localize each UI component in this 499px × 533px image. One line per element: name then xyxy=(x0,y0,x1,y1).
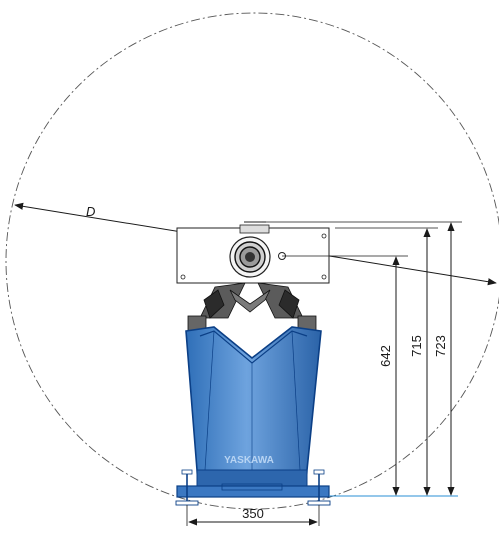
robot-base-body: YASKAWA xyxy=(185,326,322,487)
wrist-assembly xyxy=(176,221,330,284)
shoulder-mounts xyxy=(187,315,317,332)
arm-linkage xyxy=(199,282,304,319)
diameter-label: D xyxy=(86,204,95,219)
dimension-label-642: 642 xyxy=(378,345,393,367)
brand-logo-text: YASKAWA xyxy=(224,455,274,466)
dimension-label-350: 350 xyxy=(242,506,264,521)
dimension-label-723: 723 xyxy=(433,335,448,357)
dimension-label-715: 715 xyxy=(409,335,424,357)
working-envelope-circle xyxy=(5,12,499,510)
